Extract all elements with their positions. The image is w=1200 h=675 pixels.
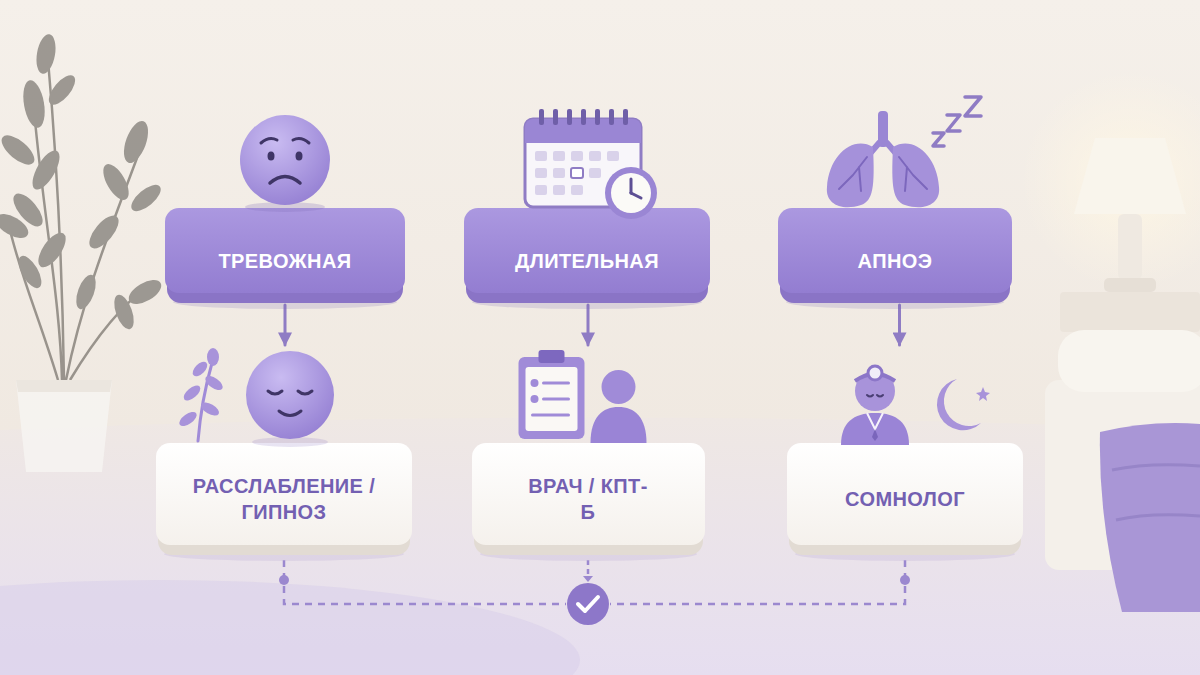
summary-connector-part bbox=[279, 575, 289, 585]
plant-part-part bbox=[0, 130, 39, 170]
floor-haze bbox=[0, 580, 580, 675]
box-label: СОМНОЛОГ bbox=[845, 486, 965, 512]
summary-connector-part bbox=[587, 560, 590, 576]
summary-connector-part bbox=[900, 575, 910, 585]
box-label: РАССЛАБЛЕНИЕ / ГИПНОЗ bbox=[178, 473, 390, 525]
flow-arrow bbox=[587, 305, 590, 345]
box-face bbox=[787, 443, 1023, 545]
box-outline bbox=[778, 95, 1012, 305]
flow-arrow bbox=[284, 305, 287, 345]
summary-connector-part bbox=[610, 560, 905, 604]
solution-box: ВРАЧ / КПТ-Б bbox=[472, 345, 705, 557]
box-outline bbox=[165, 95, 405, 305]
box-icon bbox=[177, 348, 334, 447]
solution-box: СОМНОЛОГ bbox=[787, 345, 1023, 557]
edge-group bbox=[285, 305, 900, 345]
bed-part bbox=[1112, 465, 1200, 520]
box-face bbox=[472, 443, 705, 545]
box-outline bbox=[472, 345, 705, 557]
box-icon bbox=[518, 350, 646, 443]
plant-part-part bbox=[14, 252, 46, 291]
plant-part-part bbox=[27, 146, 65, 193]
box-label: ВРАЧ / КПТ-Б bbox=[528, 473, 648, 525]
plant-part-part bbox=[127, 180, 165, 215]
summary-connector bbox=[279, 560, 910, 625]
plant-part-part bbox=[125, 275, 165, 309]
summary-connector-part bbox=[284, 560, 566, 604]
plant-part-part bbox=[20, 79, 48, 130]
plant-part-part bbox=[44, 71, 79, 109]
box-outline bbox=[464, 95, 710, 305]
problem-box: ТРЕВОЖНАЯ bbox=[165, 95, 405, 305]
box-label: АПНОЭ bbox=[858, 248, 933, 274]
box-face bbox=[165, 208, 405, 293]
box-icon bbox=[841, 366, 990, 445]
plant-part bbox=[16, 380, 112, 472]
box-outline bbox=[787, 345, 1023, 557]
plant-part-part bbox=[33, 228, 71, 271]
plant-part-part bbox=[110, 292, 137, 331]
box-icon bbox=[525, 109, 657, 219]
plant-part-part bbox=[0, 209, 32, 243]
summary-connector-part bbox=[578, 597, 598, 611]
box-outline bbox=[156, 345, 412, 557]
bed-part bbox=[1100, 423, 1200, 612]
box-label: ТРЕВОЖНАЯ bbox=[218, 248, 351, 274]
flow-arrow bbox=[898, 305, 901, 345]
problem-box: АПНОЭ bbox=[778, 95, 1012, 305]
plant-part-part bbox=[98, 160, 134, 204]
box-face bbox=[464, 208, 710, 293]
plant bbox=[0, 33, 165, 472]
plant-part-part bbox=[119, 118, 153, 166]
box-face bbox=[778, 208, 1012, 293]
box-face bbox=[156, 443, 412, 545]
lamp-part bbox=[1020, 70, 1200, 290]
bed bbox=[1045, 330, 1200, 612]
summary-connector-part bbox=[567, 583, 609, 625]
lamp-part bbox=[1060, 292, 1200, 332]
plant-part-part bbox=[34, 33, 59, 76]
box-icon bbox=[240, 115, 330, 212]
summary-connector-part bbox=[583, 576, 593, 582]
box-icon bbox=[827, 97, 981, 207]
plant-part bbox=[0, 33, 165, 332]
problem-box: ДЛИТЕЛЬНАЯ bbox=[464, 95, 710, 305]
lamp bbox=[1020, 70, 1200, 332]
plant-part bbox=[16, 380, 112, 392]
lamp-part bbox=[1074, 138, 1186, 214]
lamp-part bbox=[1104, 278, 1156, 292]
solution-box: РАССЛАБЛЕНИЕ / ГИПНОЗ bbox=[156, 345, 412, 557]
plant-part-part bbox=[84, 211, 124, 253]
box-label: ДЛИТЕЛЬНАЯ bbox=[515, 248, 659, 274]
plant-part-part bbox=[72, 272, 99, 311]
lamp-part bbox=[1118, 214, 1142, 280]
bed-part bbox=[1058, 330, 1200, 392]
